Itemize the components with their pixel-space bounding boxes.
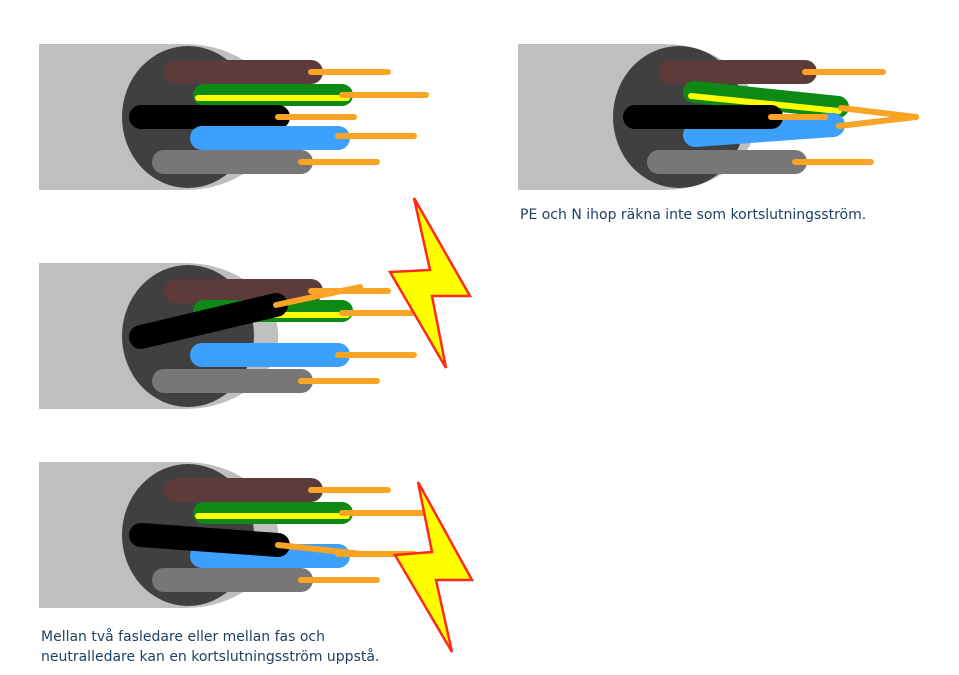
caption-line-1: Mellan två fasledare eller mellan fas oc… xyxy=(41,629,325,645)
lightning-icon xyxy=(392,481,475,653)
cable-icon xyxy=(518,44,919,190)
cable-icon xyxy=(39,263,417,409)
lightning-icon xyxy=(387,197,473,369)
caption-line-2: neutralledare kan en kortslutningsström … xyxy=(41,648,380,665)
caption-short-circuit: Mellan två fasledare eller mellan fas oc… xyxy=(41,628,461,667)
caption-pe-n-joined: PE och N ihop räkna inte som kortslutnin… xyxy=(520,207,867,223)
cable-icon xyxy=(39,462,429,608)
cable-icon xyxy=(39,44,429,190)
